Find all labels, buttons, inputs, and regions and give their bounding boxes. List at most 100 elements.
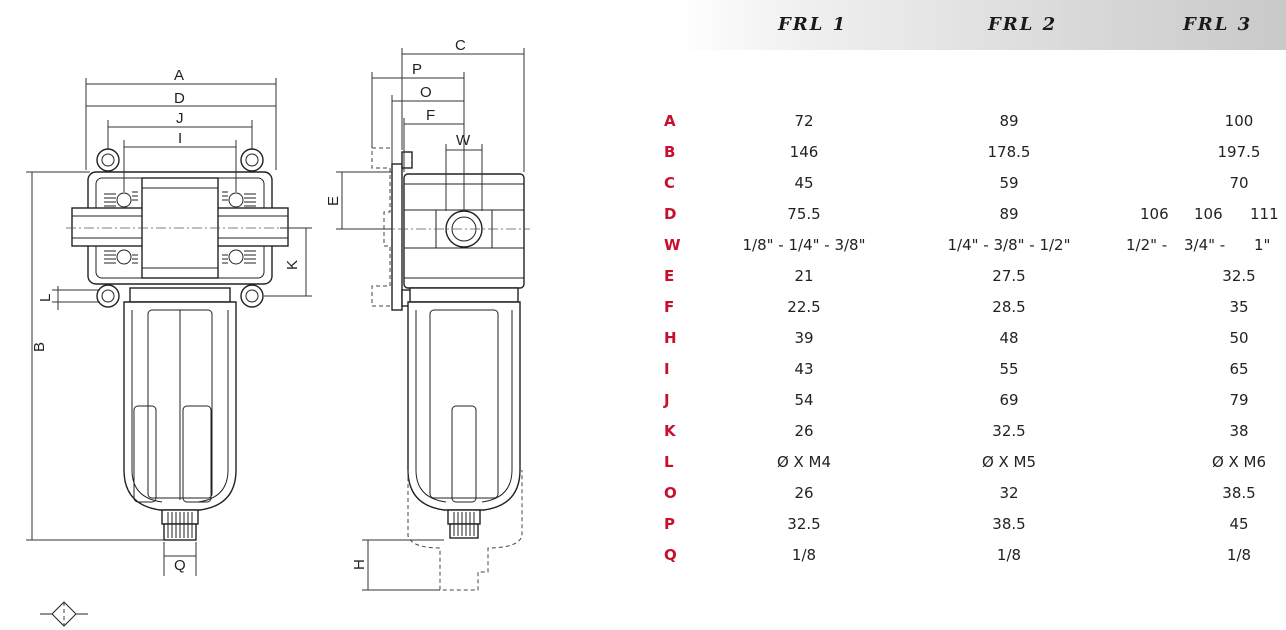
value-frl2: 89 [999,205,1019,223]
value-frl3: Ø X M6 [1211,453,1267,471]
dim-label-A: A [174,67,184,84]
row-key: O [664,484,677,502]
dim-label-J: J [176,110,184,127]
dim-label-K: K [284,260,301,270]
value-frl3: 100 [1224,112,1254,130]
value-frl1: 26 [794,484,814,502]
value-frl2: Ø X M5 [981,453,1037,471]
value-frl1: 26 [794,422,814,440]
value-frl1: 45 [794,174,814,192]
value-frl2: 55 [999,360,1019,378]
table-row: L Ø X M4 Ø X M5 Ø X M6 [664,453,1286,481]
dim-label-C: C [455,37,466,54]
row-key: Q [664,546,677,564]
value-frl1: 54 [794,391,814,409]
value-frl2: 59 [999,174,1019,192]
table-row: J 54 69 79 [664,391,1286,419]
value-frl3: 50 [1229,329,1249,347]
table-header: FRL 1 FRL 2 FRL 3 [678,0,1286,50]
value-frl3-part: 111 [1250,205,1279,223]
value-frl3: 70 [1229,174,1249,192]
value-frl1: 43 [794,360,814,378]
value-frl2: 69 [999,391,1019,409]
value-frl1: 32.5 [787,515,821,533]
value-frl1: 1/8 [791,546,817,564]
table-row: E 21 27.5 32.5 [664,267,1286,295]
value-frl1: 146 [789,143,819,161]
dim-label-I: I [178,130,182,147]
value-frl1: 22.5 [787,298,821,316]
table-row: A 72 89 100 [664,112,1286,140]
value-frl2: 27.5 [992,267,1026,285]
value-frl2: 32 [999,484,1019,502]
row-key: F [664,298,675,316]
value-frl2: 178.5 [987,143,1031,161]
value-frl3: 1/8 [1226,546,1252,564]
dim-label-E: E [325,196,342,206]
table-row: B 146 178.5 197.5 [664,143,1286,171]
row-key: L [664,453,674,471]
dim-label-L: L [37,294,54,302]
model-label-frl3: FRL 3 [1183,14,1253,35]
front-dimensions: A D J I B K L Q [26,67,312,576]
value-frl1: 39 [794,329,814,347]
dim-label-D: D [174,90,185,107]
row-key: B [664,143,676,161]
row-key: J [664,391,670,409]
table-row: F 22.5 28.5 35 [664,298,1286,326]
value-frl2: 32.5 [992,422,1026,440]
value-frl3: 38 [1229,422,1249,440]
value-frl3: 65 [1229,360,1249,378]
dim-label-W: W [456,132,471,149]
table-row: P 32.5 38.5 45 [664,515,1286,543]
table-row: H 39 48 50 [664,329,1286,357]
value-frl3-part: 1" [1254,236,1271,254]
table-row: I 43 55 65 [664,360,1286,388]
value-frl3: 79 [1229,391,1249,409]
table-row: K 26 32.5 38 [664,422,1286,450]
row-key: H [664,329,677,347]
front-view [66,148,296,541]
value-frl3: 35 [1229,298,1249,316]
dim-label-F: F [426,107,435,124]
value-frl1: 1/8" - 1/4" - 3/8" [742,236,866,254]
value-frl2: 48 [999,329,1019,347]
table-row: W 1/8" - 1/4" - 3/8" 1/4" - 3/8" - 1/2" … [664,236,1286,264]
value-frl3: 38.5 [1222,484,1256,502]
value-frl1: 21 [794,267,814,285]
value-frl2: 38.5 [992,515,1026,533]
table-row: O 26 32 38.5 [664,484,1286,512]
model-label-frl1: FRL 1 [778,14,848,35]
dim-label-P: P [412,61,422,78]
value-frl3: 45 [1229,515,1249,533]
row-key: I [664,360,670,378]
row-key: W [664,236,681,254]
row-key: E [664,267,675,285]
side-view [371,147,530,591]
dim-label-H: H [351,559,368,570]
value-frl2: 1/4" - 3/8" - 1/2" [947,236,1071,254]
table-row: D 75.5 89 106 106 111 [664,205,1286,233]
value-frl2: 89 [999,112,1019,130]
value-frl1: 72 [794,112,814,130]
value-frl2: 1/8 [996,546,1022,564]
table-row: Q 1/8 1/8 1/8 [664,546,1286,574]
value-frl3-part: 3/4" - [1184,236,1226,254]
value-frl3-part: 1/2" - [1126,236,1168,254]
table-row: C 45 59 70 [664,174,1286,202]
filter-symbol-icon [40,601,88,627]
dim-label-B: B [31,342,48,352]
row-key: K [664,422,676,440]
row-key: C [664,174,676,192]
side-dimensions: C P O F W E H [325,37,525,591]
value-frl2: 28.5 [992,298,1026,316]
dim-label-O: O [420,84,432,101]
row-key: D [664,205,677,223]
dim-label-Q: Q [174,557,186,574]
technical-drawing: A D J I B K L Q [26,37,530,627]
row-key: A [664,112,676,130]
row-key: P [664,515,675,533]
value-frl3: 32.5 [1222,267,1256,285]
value-frl3-part: 106 [1194,205,1223,223]
model-label-frl2: FRL 2 [988,14,1058,35]
